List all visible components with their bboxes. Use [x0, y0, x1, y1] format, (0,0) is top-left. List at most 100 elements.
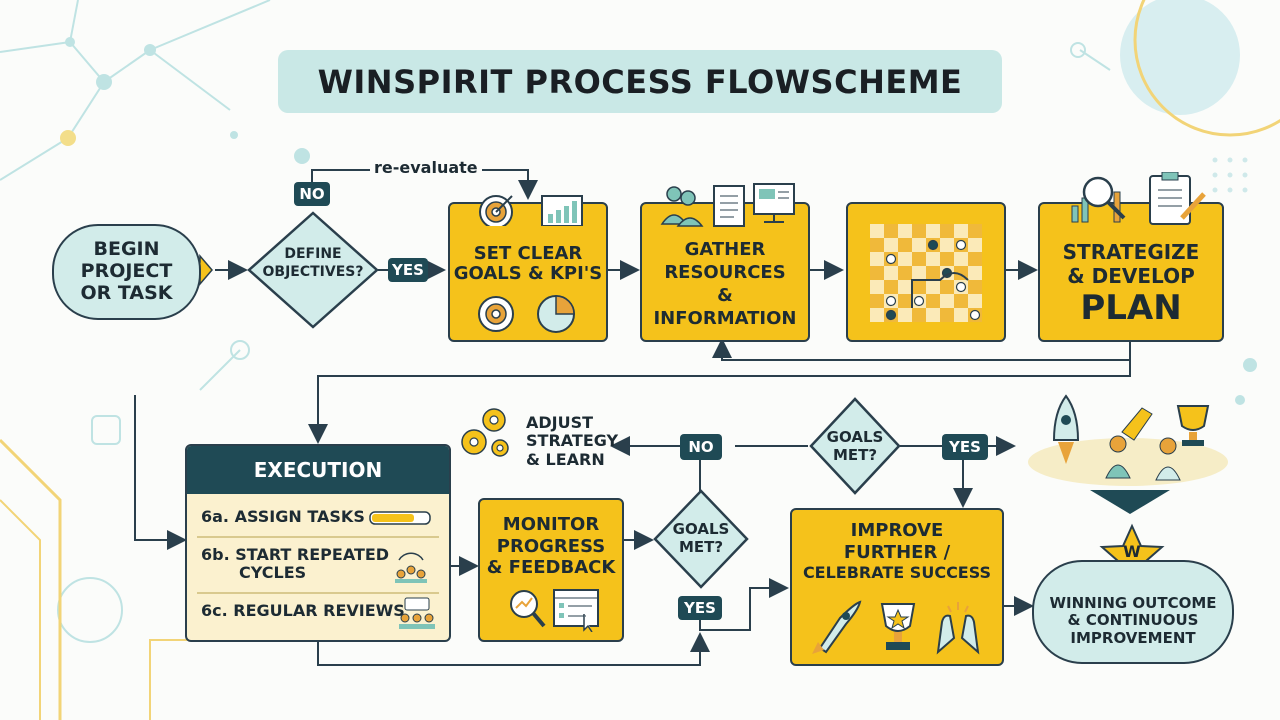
- chess-piece: [969, 309, 981, 321]
- goals-met-decision-high[interactable]: [808, 396, 902, 496]
- yes-tag-define: YES: [388, 258, 428, 282]
- chess-square: [912, 266, 926, 280]
- chess-square: [884, 266, 898, 280]
- improve-celebrate-card[interactable]: IMPROVE FURTHER / CELEBRATE SUCCESS: [790, 508, 1004, 666]
- magnifier-chart-icon: [1071, 176, 1126, 223]
- chess-square: [968, 280, 982, 294]
- goals-top-icons: [479, 195, 583, 226]
- define-line1: DEFINE: [284, 246, 342, 262]
- chess-square: [898, 224, 912, 238]
- pie-chart-icon: [537, 295, 575, 333]
- chess-square: [954, 308, 968, 322]
- goals-kpi-card[interactable]: SET CLEAR GOALS & KPI'S: [448, 195, 608, 342]
- monitor-line1: MONITOR: [502, 514, 600, 535]
- goals-met-decision-low[interactable]: [652, 488, 750, 590]
- goals-met-low-label: GOALS MET?: [652, 520, 750, 556]
- adjust-line1: ADJUST: [526, 413, 594, 432]
- strategy-chessboard-card[interactable]: [846, 202, 1006, 342]
- define-objectives-decision[interactable]: [246, 210, 380, 330]
- chess-square: [968, 238, 982, 252]
- chess-square: [940, 294, 954, 308]
- exec-item-cycles[interactable]: 6b. START REPEATED CYCLES: [201, 545, 390, 583]
- goals-met-high-label: GOALS MET?: [808, 428, 902, 464]
- no-tag-goals: NO: [680, 434, 722, 460]
- chess-square: [940, 280, 954, 294]
- strategize-line3: PLAN: [1080, 288, 1182, 328]
- cycle-team-icon: [395, 552, 427, 583]
- high-five-icon: [1105, 407, 1181, 481]
- document-icon: [713, 185, 745, 227]
- execution-panel[interactable]: EXECUTION 6a. ASSIGN TASKS 6b. START REP…: [185, 444, 451, 642]
- trophy-icon: [880, 603, 916, 650]
- define-label: DEFINE OBJECTIVES?: [246, 246, 380, 281]
- chess-square: [884, 280, 898, 294]
- chess-square: [870, 252, 884, 266]
- strategize-icons: [1071, 172, 1206, 225]
- gather-icons: [660, 183, 795, 227]
- monitor-feedback-card[interactable]: MONITOR PROGRESS & FEEDBACK: [478, 498, 624, 642]
- trophy-icon: [1176, 405, 1210, 446]
- winning-outcome-node[interactable]: WINNING OUTCOME & CONTINUOUS IMPROVEMENT: [1032, 560, 1234, 664]
- clipboard-icon: [1149, 172, 1206, 225]
- exec-num: 6b.: [201, 545, 230, 564]
- exec-num: 6c.: [201, 601, 228, 620]
- winning-line3: IMPROVEMENT: [1070, 628, 1196, 647]
- goals-line1: SET CLEAR: [473, 243, 583, 264]
- chess-square: [898, 266, 912, 280]
- chess-square: [926, 266, 940, 280]
- winning-badge-letter: W: [1123, 542, 1141, 561]
- chess-piece: [927, 239, 939, 251]
- gather-resources-card[interactable]: GATHER RESOURCES & INFORMATION: [640, 183, 810, 342]
- define-line2: OBJECTIVES?: [262, 263, 364, 280]
- chess-square: [940, 252, 954, 266]
- adjust-line3: & LEARN: [526, 449, 605, 469]
- exec-item-assign[interactable]: 6a. ASSIGN TASKS: [201, 507, 365, 526]
- chess-square: [968, 294, 982, 308]
- meeting-icon: [399, 597, 435, 629]
- chess-square: [898, 238, 912, 252]
- chess-square: [884, 238, 898, 252]
- exec-label: START REPEATED: [235, 545, 390, 564]
- chess-piece: [885, 295, 897, 307]
- chess-square: [926, 308, 940, 322]
- chess-square: [870, 294, 884, 308]
- strategize-plan-card[interactable]: STRATEGIZE & DEVELOP PLAN: [1038, 172, 1224, 342]
- chess-square: [912, 238, 926, 252]
- monitor-icons: [510, 589, 599, 632]
- chess-piece: [885, 253, 897, 265]
- title-banner: WINSPIRIT PROCESS FLOWSCHEME: [278, 50, 1002, 113]
- begin-node[interactable]: BEGIN PROJECT OR TASK: [52, 224, 201, 320]
- rocket-icon: [1052, 394, 1080, 464]
- chess-square: [954, 224, 968, 238]
- exec-item-reviews[interactable]: 6c. REGULAR REVIEWS: [201, 601, 405, 620]
- rocket-icon: [812, 600, 862, 654]
- strategize-line1: STRATEGIZE: [1062, 240, 1200, 264]
- gather-line3: &: [717, 285, 733, 307]
- monitor-icon: [753, 183, 795, 223]
- improve-line2: FURTHER /: [843, 541, 951, 563]
- chess-square: [954, 252, 968, 266]
- winning-line2: & CONTINUOUS: [1067, 611, 1199, 630]
- chess-square: [912, 224, 926, 238]
- strategize-line2: & DEVELOP: [1067, 264, 1195, 288]
- chess-square: [912, 280, 926, 294]
- chessboard-icon: [870, 224, 982, 322]
- page-title: WINSPIRIT PROCESS FLOWSCHEME: [317, 62, 963, 101]
- goals-low-line2: MET?: [678, 538, 724, 556]
- goals-low-line1: GOALS: [672, 520, 730, 538]
- goals-bottom-icons: [478, 295, 575, 333]
- adjust-line2: STRATEGY: [526, 431, 619, 451]
- checklist-icon: [553, 589, 599, 632]
- goals-high-line1: GOALS: [826, 428, 884, 446]
- chess-square: [912, 252, 926, 266]
- chess-piece: [955, 281, 967, 293]
- exec-num: 6a.: [201, 507, 230, 526]
- gather-line2: RESOURCES: [664, 262, 786, 284]
- chess-square: [926, 252, 940, 266]
- high-five-icon: [936, 602, 980, 655]
- down-arrow-icon: [1090, 490, 1170, 514]
- begin-line1: BEGIN: [93, 238, 160, 261]
- exec-label-2: CYCLES: [239, 563, 307, 583]
- monitor-line3: & FEEDBACK: [486, 557, 616, 579]
